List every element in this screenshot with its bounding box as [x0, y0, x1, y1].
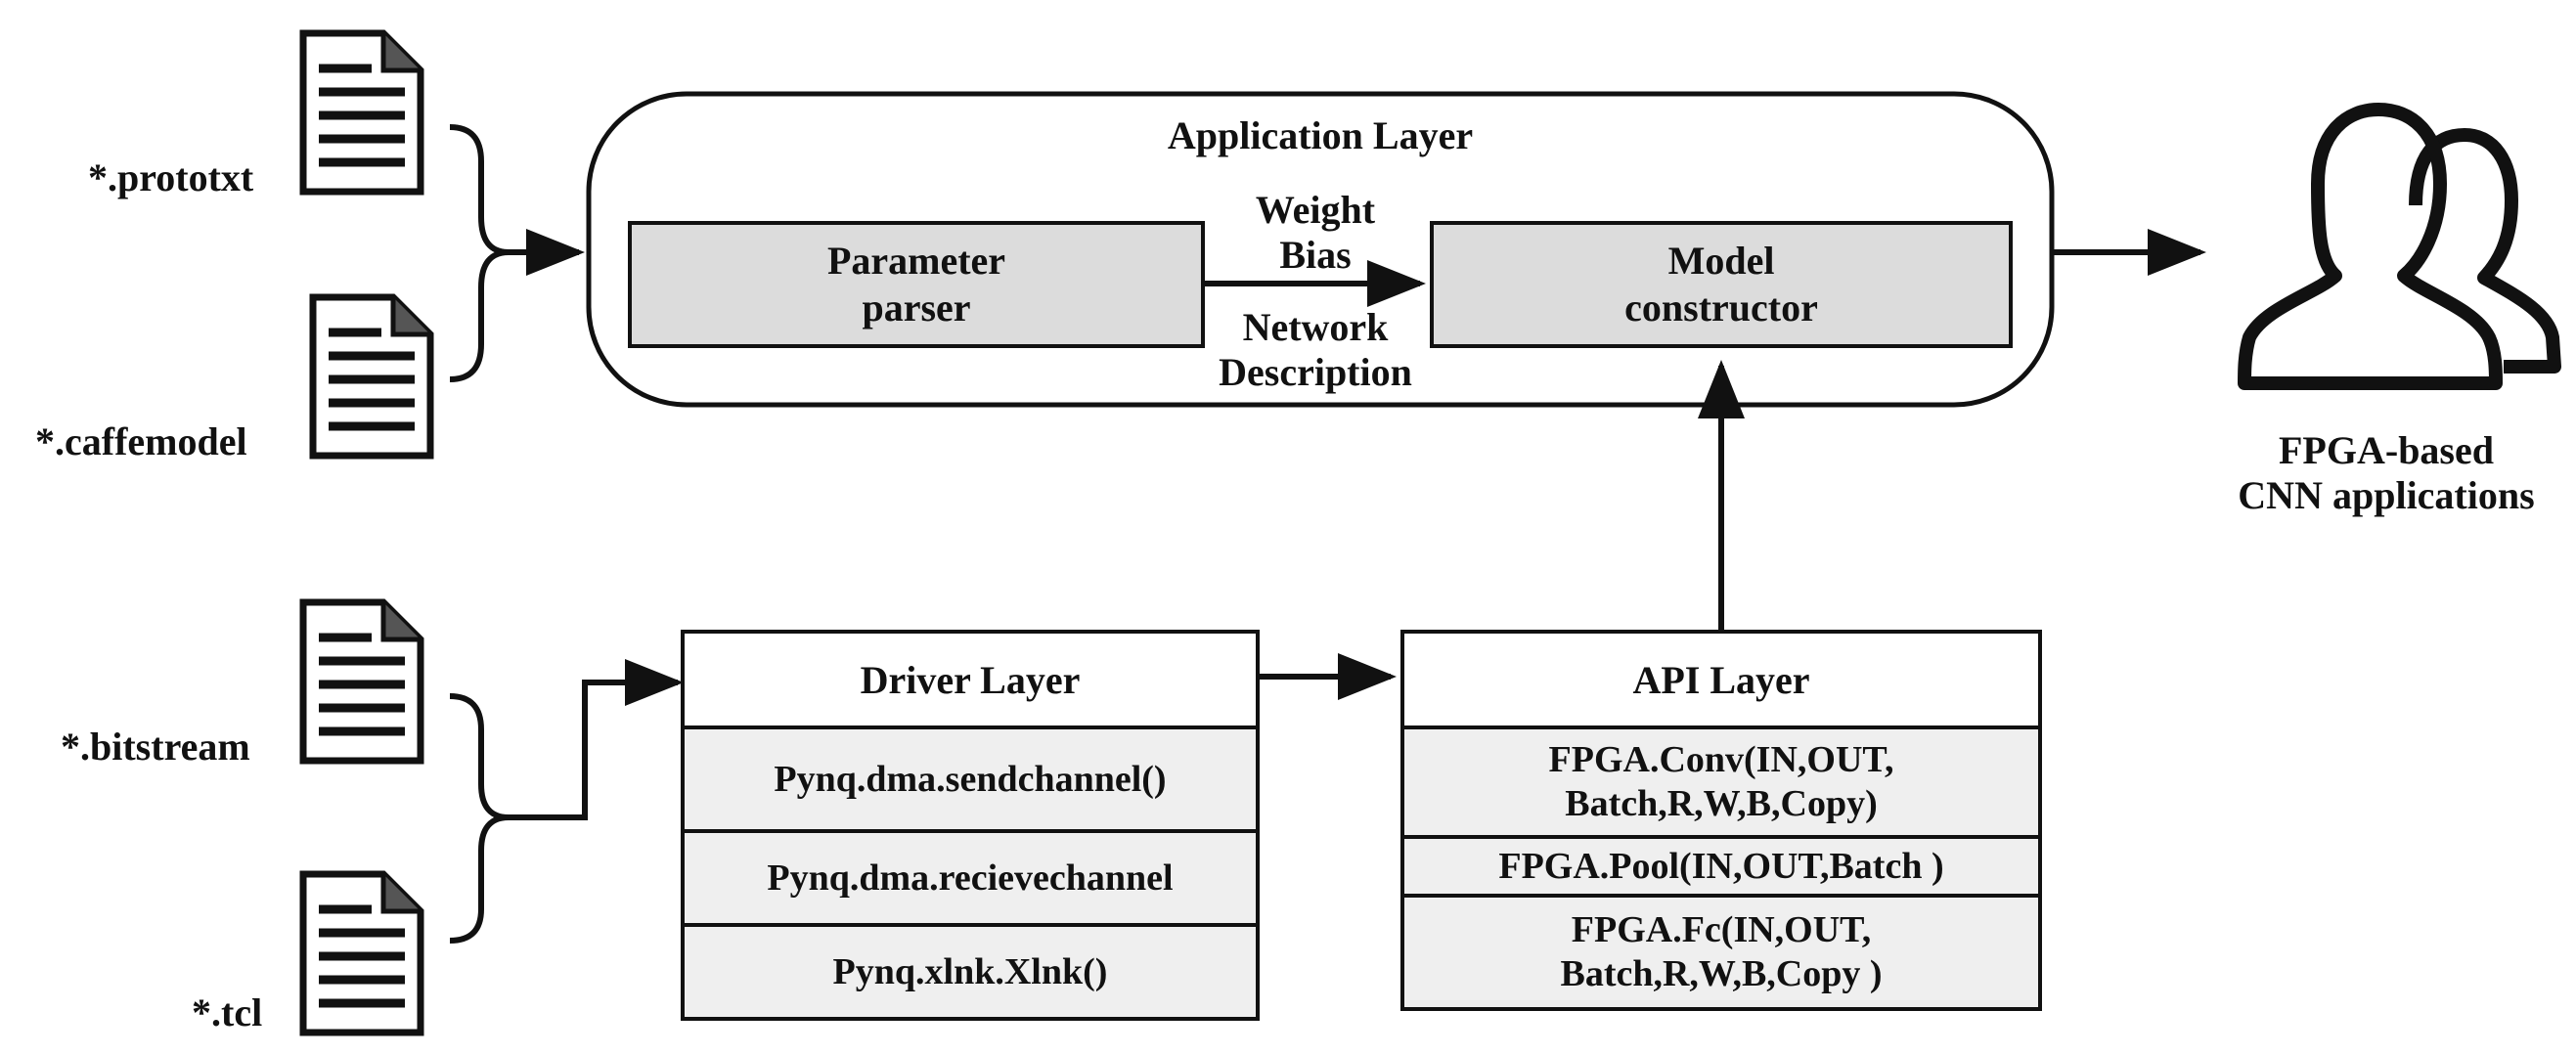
- api-layer-header: API Layer: [1400, 630, 2042, 729]
- model-constructor-line2: constructor: [1624, 286, 1818, 330]
- api-item-conv: FPGA.Conv(IN,OUT, Batch,R,W,B,Copy): [1400, 725, 2042, 839]
- file-label-caffemodel: *.caffemodel: [35, 419, 247, 463]
- parameter-parser-line1: Parameter: [826, 239, 1006, 283]
- edge-label-network-description: Network Description: [1193, 305, 1438, 395]
- edge-label-network: Network: [1242, 305, 1389, 349]
- api-item-pool: FPGA.Pool(IN,OUT,Batch ): [1400, 835, 2042, 898]
- output-label-line1: FPGA-based: [2279, 428, 2494, 472]
- document-icon-prototxt: [299, 29, 424, 196]
- edge-label-description: Description: [1219, 350, 1412, 394]
- api-item-fc-line2: Batch,R,W,B,Copy ): [1560, 953, 1883, 994]
- driver-item-xlnk: Pynq.xlnk.Xlnk(): [681, 923, 1260, 1021]
- api-item-fc-line1: FPGA.Fc(IN,OUT,: [1571, 909, 1872, 951]
- users-icon: [2238, 103, 2561, 390]
- driver-layer-header: Driver Layer: [681, 630, 1260, 729]
- driver-item-recievechannel: Pynq.dma.recievechannel: [681, 829, 1260, 927]
- input-brace-bottom: [449, 693, 510, 944]
- arrow-files-to-driver: [509, 659, 684, 820]
- edge-label-weight: Weight: [1255, 188, 1376, 232]
- document-icon-caffemodel: [309, 293, 434, 460]
- application-layer-title: Application Layer: [1167, 113, 1474, 157]
- file-label-bitstream: *.bitstream: [61, 725, 250, 769]
- input-brace-top: [449, 124, 510, 382]
- file-label-prototxt: *.prototxt: [88, 155, 254, 199]
- api-item-fc: FPGA.Fc(IN,OUT, Batch,R,W,B,Copy ): [1400, 894, 2042, 1011]
- file-label-tcl: *.tcl: [192, 990, 263, 1034]
- driver-item-sendchannel: Pynq.dma.sendchannel(): [681, 725, 1260, 833]
- model-constructor-line1: Model: [1667, 239, 1775, 283]
- parameter-parser-line2: parser: [862, 286, 971, 330]
- parameter-parser-box: Parameter parser: [628, 221, 1205, 348]
- api-item-conv-line1: FPGA.Conv(IN,OUT,: [1548, 739, 1894, 781]
- model-constructor-box: Model constructor: [1430, 221, 2013, 348]
- api-item-pool-line1: FPGA.Pool(IN,OUT,Batch ): [1498, 845, 1944, 887]
- edge-label-weight-bias: Weight Bias: [1203, 188, 1428, 278]
- edge-label-bias: Bias: [1279, 233, 1352, 277]
- api-item-conv-line2: Batch,R,W,B,Copy): [1565, 783, 1878, 824]
- document-icon-bitstream: [299, 598, 424, 765]
- output-label-line2: CNN applications: [2238, 473, 2535, 517]
- document-icon-tcl: [299, 870, 424, 1036]
